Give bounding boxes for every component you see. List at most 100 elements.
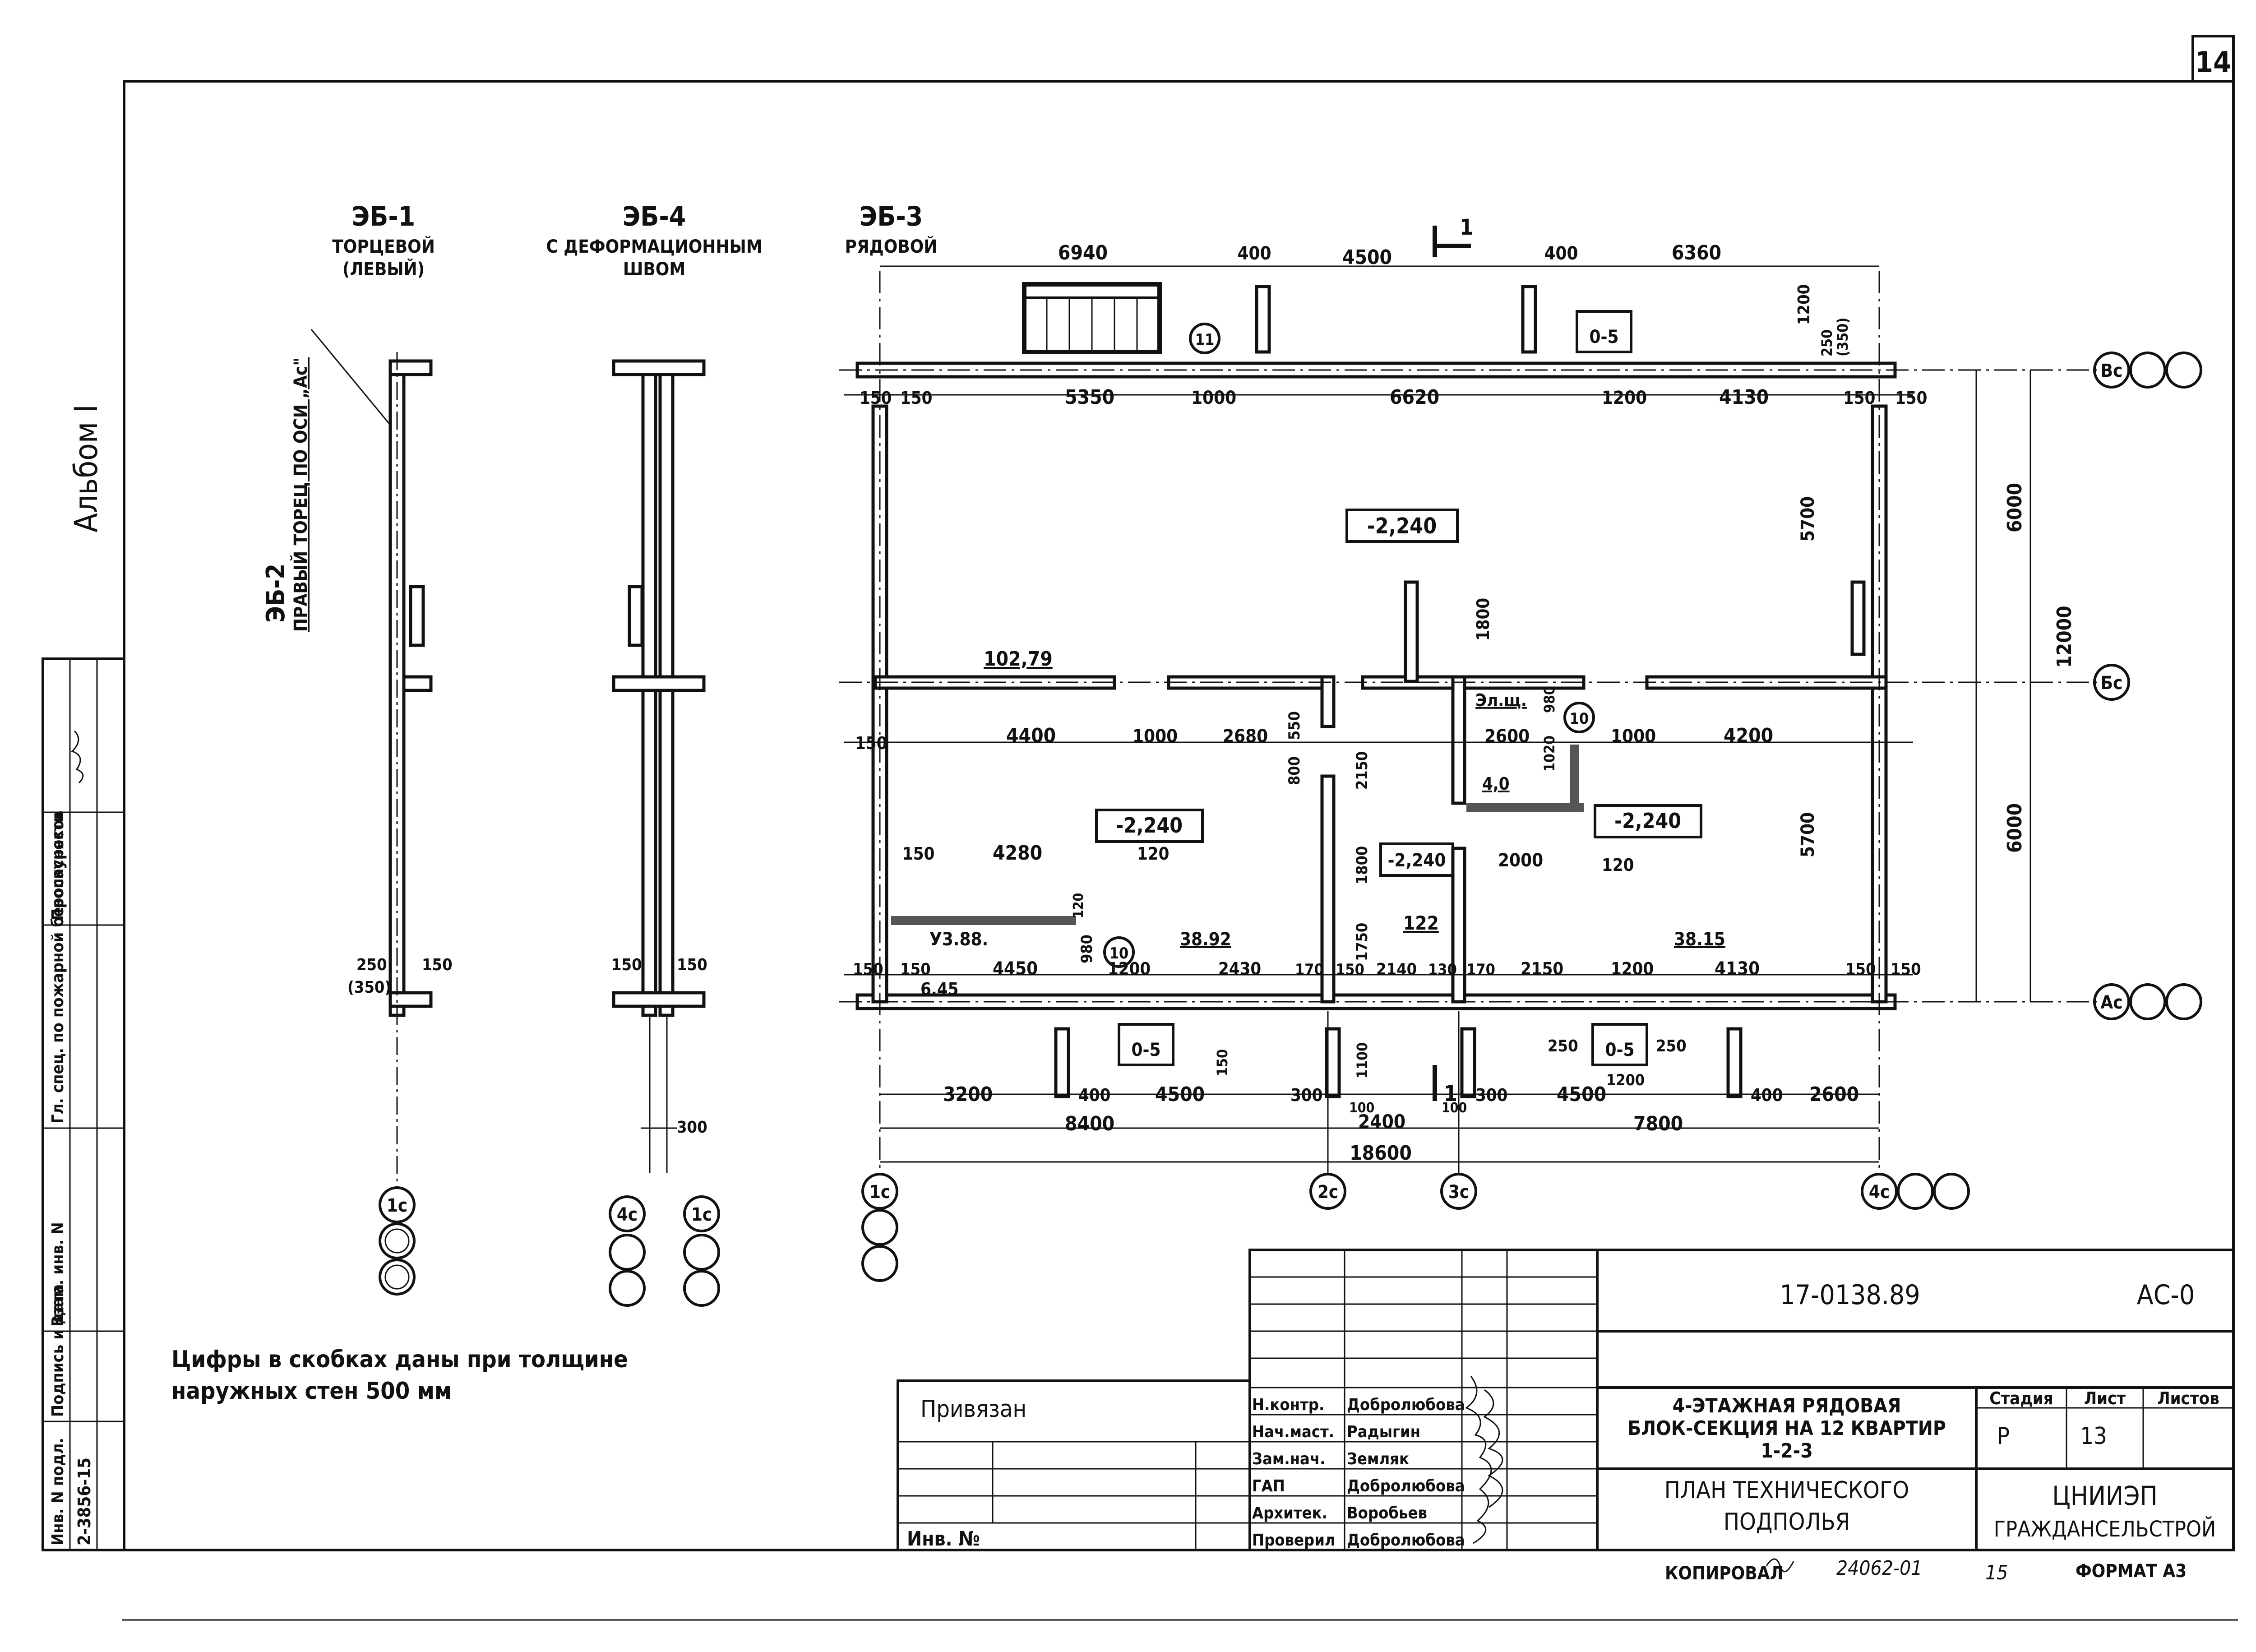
left-hatched-wall (891, 916, 1076, 925)
title-block: Привязан Инв. № 17-0138.89 АС-0 4-ЭТАЖНА… (897, 1249, 2235, 1551)
eb1-stub (402, 675, 433, 692)
ext-pier-5 (1460, 1027, 1476, 1098)
dim-400b: 400 (1544, 243, 1578, 264)
axis-bubble-ac-2 (2129, 983, 2166, 1020)
dim-b1-7: 2140 (1376, 960, 1417, 979)
side-stamp-sign-date: Подпись и дата (49, 1284, 67, 1417)
axis-bubble-1c-3 (861, 1245, 898, 1282)
pit-bottom-1 (1118, 1023, 1174, 1066)
axis-bubble-3c (1440, 1173, 1477, 1210)
vent-shaft (1404, 580, 1419, 683)
label-122: 122 (1403, 912, 1439, 934)
eb3-code: ЭБ-3 (860, 201, 923, 232)
dim-b1-6: 150 (1336, 961, 1364, 979)
name-3: Добролюбова (1347, 1477, 1465, 1495)
eb3-desc1: РЯДОВОЙ (845, 236, 938, 257)
doc-code: 17-0138.89 (1780, 1279, 1920, 1311)
eb4-code: ЭБ-4 (623, 201, 686, 232)
eb1-axis-bubble (379, 1186, 416, 1223)
sheet-title-2: ПОДПОЛЬЯ (1724, 1509, 1850, 1536)
level-box-2 (1095, 809, 1204, 843)
label-4-0: 4,0 (1482, 774, 1510, 794)
name-0: Добролюбова (1347, 1396, 1465, 1414)
dim-b2-0: 3200 (943, 1083, 993, 1106)
dim-r2-5: 1200 (1602, 388, 1647, 408)
axis-label-4c: 4с (1869, 1182, 1890, 1203)
level-3: -2,240 (1388, 850, 1446, 871)
dim-2150-v: 2150 (1353, 751, 1371, 790)
dim-400a: 400 (1237, 243, 1271, 264)
eb4-bubble-a2 (609, 1234, 646, 1271)
role-2: Зам.нач. (1252, 1450, 1325, 1468)
ext-pier-6 (1726, 1027, 1743, 1098)
eb4-wall: 150 150 300 4с 1с (609, 359, 720, 1307)
elec-room-hatch-v (1570, 745, 1579, 808)
dim-1020: 1020 (1541, 736, 1558, 772)
main-plan: 0-5 0-5 0-5 6940 400 4500 400 6360 (839, 215, 2202, 1282)
eb2-leader (310, 329, 398, 434)
eb4-bubble-b (683, 1195, 720, 1232)
project-title-1: 4-ЭТАЖНАЯ РЯДОВАЯ (1673, 1394, 1901, 1417)
note-line-2: наружных стен 500 мм (171, 1378, 452, 1405)
axis-bubble-4c-3 (1933, 1173, 1970, 1210)
eb1-dim-350: (350) (347, 978, 391, 997)
dim-550: 550 (1285, 711, 1304, 740)
sheet-number: 14 (2195, 46, 2231, 79)
axis-bubble-ac-3 (2165, 983, 2202, 1020)
sheet-code: АС-0 (2137, 1279, 2195, 1311)
dim-b1-0: 150 (853, 960, 883, 979)
partition-c (1451, 675, 1466, 805)
eb1-bubble-3 (379, 1259, 416, 1296)
label-uz: У3.88. (929, 929, 988, 950)
dim-1100: 1100 (1354, 1042, 1371, 1078)
dim-mid-0: 150 (855, 733, 887, 753)
section-mark-top (1433, 226, 1471, 257)
eb4-bubble-a-label: 4с (617, 1204, 638, 1225)
role-1: Нач.маст. (1252, 1423, 1334, 1441)
eb1-bubble-2-inner (384, 1228, 410, 1254)
level-box-4 (1594, 804, 1702, 838)
role-4: Архитек. (1252, 1504, 1327, 1522)
elec-room-hatch (1466, 803, 1584, 812)
dim-1200-pit: 1200 (1606, 1071, 1645, 1089)
ext-pier-3 (1054, 1027, 1070, 1098)
dim-38-92: 38.92 (1180, 929, 1231, 950)
dim-12000: 12000 (2053, 606, 2076, 668)
ext-pier-2 (1521, 285, 1537, 354)
dim-low-3: 2000 (1498, 850, 1543, 871)
level-1: -2,240 (1367, 514, 1437, 539)
project-title-3: 1-2-3 (1761, 1439, 1813, 1462)
signatures-scribble (1465, 1376, 1492, 1544)
dim-1800-v: 1800 (1353, 846, 1371, 884)
dim-6000a: 6000 (2003, 483, 2026, 532)
inv-no-label: Инв. № (907, 1527, 980, 1550)
eb2-desc: ПРАВЫЙ ТОРЕЦ ПО ОСИ „Ас" (290, 357, 311, 632)
side-stamp-col1-name: Проскуряков (49, 810, 67, 921)
eb1-wall: 250 (350) 150 1с (347, 352, 453, 1296)
eb1-code: ЭБ-1 (352, 201, 416, 232)
ext-pier-4 (1325, 1027, 1341, 1098)
project-title-2: БЛОК-СЕКЦИЯ НА 12 КВАРТИР (1627, 1417, 1946, 1440)
pit-bottom-2-label: 0-5 (1605, 1040, 1634, 1060)
dim-100b: 100 (1442, 1100, 1467, 1116)
marker-10a (1563, 702, 1595, 733)
eb1-bubble-2 (379, 1222, 416, 1259)
dim-1200-right: 1200 (1795, 284, 1813, 325)
level-box-1 (1345, 509, 1459, 543)
side-stamp: Гл. спец. по пожарной безопасности Проск… (42, 657, 125, 1551)
eb1-vent (409, 585, 425, 647)
side-stamp-vzam: Взам. инв. N (49, 1222, 67, 1327)
dim-r2-2: 5350 (1065, 386, 1114, 409)
partition-b (1320, 774, 1336, 1004)
copied-label: КОПИРОВАЛ (1665, 1563, 1783, 1584)
dim-350-right: (350) (1834, 318, 1851, 356)
axis-label-3c: 3с (1448, 1182, 1469, 1203)
eb1-dim-150: 150 (422, 956, 453, 974)
eb4-dim-150b: 150 (677, 956, 707, 974)
axis-bubble-ac (2093, 983, 2130, 1020)
eb4-desc2: ШВОМ (623, 259, 685, 280)
dim-b2-4: 2400 (1358, 1111, 1405, 1133)
stage-label: Стадия (1989, 1388, 2053, 1408)
org-1: ЦНИИЭП (2052, 1481, 2158, 1511)
